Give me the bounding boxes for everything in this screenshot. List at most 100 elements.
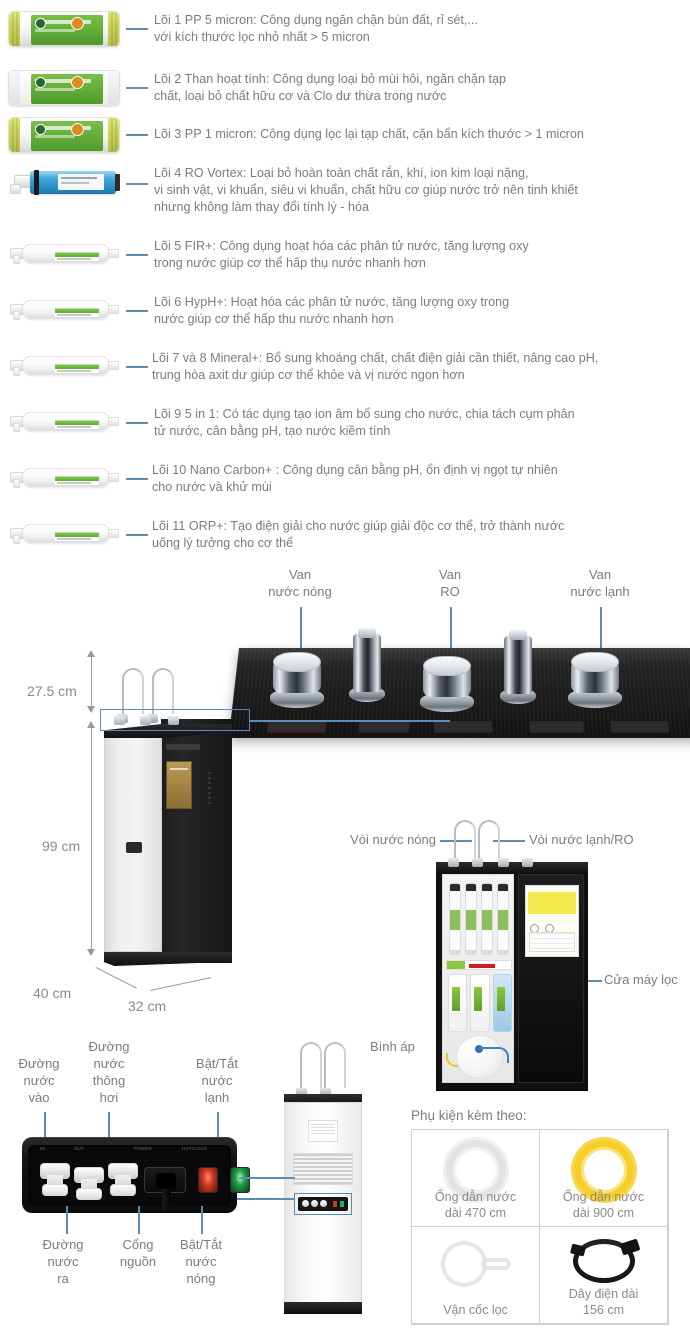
dispenser-spec-sticker <box>308 1120 338 1142</box>
accessories-grid: Ống dẫn nước dài 470 cm Ống dẫn nước dài… <box>411 1129 669 1325</box>
accessories-box: Ống dẫn nước dài 470 cm Ống dẫn nước dài… <box>411 1129 669 1325</box>
cabinet-interior <box>442 874 514 1083</box>
dimension-depth-arrow <box>95 967 137 989</box>
filter-description-2: Lõi 2 Than hoạt tính: Công dụng loại bỏ … <box>154 72 506 103</box>
valve-ro-label: Van RO <box>438 567 462 599</box>
unit-fitting <box>140 716 151 725</box>
valve-spout-left[interactable] <box>349 628 385 708</box>
dimension-top-height: 27.5 cm <box>27 683 77 699</box>
filter-connector-line-1 <box>126 28 148 30</box>
cabinet-brand-strip <box>446 960 512 970</box>
unit-base-plinth <box>104 952 232 966</box>
filter-connector-line-5 <box>126 254 148 256</box>
panel-tag <box>610 721 670 733</box>
accessory-label: Ống dẫn nước dài 470 cm <box>434 1190 517 1220</box>
filter-description-1: Lõi 1 PP 5 micron: Công dụng ngăn chặn b… <box>154 13 478 44</box>
unit-door-handle[interactable] <box>126 842 142 853</box>
power-socket[interactable] <box>144 1167 186 1212</box>
filter-inline-11-image <box>8 522 120 546</box>
dispenser-rear-panel <box>298 1197 348 1211</box>
cabinet-tank-label: Bình áp <box>370 1039 415 1054</box>
valve-knob-cold[interactable] <box>568 652 622 712</box>
backpanel-power-port-leader <box>138 1206 140 1234</box>
cabinet-hot-faucet-leader <box>440 840 472 842</box>
yellow-tube <box>446 1053 468 1067</box>
panel-tag-strip <box>229 721 690 734</box>
filter-cabinet-image <box>436 820 588 1091</box>
cold-water-switch[interactable] <box>230 1167 250 1193</box>
filter-description-5: Lõi 5 FIR+: Công dụng hoạt hóa các phân … <box>154 239 529 270</box>
filter-inline-7-image <box>8 354 120 378</box>
cabinet-inline-filters <box>447 883 511 957</box>
unit-top-cap <box>104 724 232 738</box>
valve-hot-leader <box>300 607 302 653</box>
housing-filter <box>470 974 490 1032</box>
filter-connector-line-4 <box>126 183 148 185</box>
unit-fitting <box>168 716 179 725</box>
panel-tag <box>266 721 327 733</box>
dispenser-image <box>284 1042 362 1325</box>
cabinet-door-label: Cửa máy lọc <box>604 972 678 987</box>
valve-ro-leader <box>450 607 452 663</box>
dimension-body-height: 99 cm <box>42 838 81 854</box>
unit-control-leader <box>250 720 450 722</box>
unit-fitting <box>114 716 125 725</box>
filter-inline-9-image <box>8 410 120 434</box>
dispenser-faucets <box>296 1042 348 1097</box>
vent-port[interactable] <box>108 1163 138 1197</box>
cabinet-fitting <box>498 858 509 867</box>
inline-filter <box>465 883 477 955</box>
backpanel-vent-leader <box>108 1112 110 1156</box>
accessory-cell: Ống dẫn nước dài 470 cm <box>411 1129 540 1227</box>
filter-core-list: Lõi 1 PP 5 micron: Công dụng ngăn chặn b… <box>0 0 690 560</box>
valve-knob-ro[interactable] <box>420 656 474 716</box>
panel-marking: HOT/COLD <box>182 1146 207 1151</box>
inline-filter <box>497 883 509 955</box>
filter-cartridge-1-image <box>8 11 120 47</box>
filter-connector-line-6 <box>126 310 148 312</box>
cabinet-housing-filters <box>448 974 512 1032</box>
filter-description-9: Lõi 9 5 in 1: Có tác dụng tạo ion âm bổ … <box>154 407 575 438</box>
valve-knob-hot[interactable] <box>270 652 324 712</box>
backpanel-hot-switch-label: Bật/Tắt nước nóng <box>180 1237 222 1286</box>
filter-description-10: Lõi 10 Nano Carbon+ : Công dụng cân bằng… <box>152 463 558 494</box>
accessory-cell: Vận cốc lọc <box>411 1226 540 1324</box>
filter-connector-line-7 <box>126 366 148 368</box>
backpanel-vent-label: Đường nước thông hơi <box>88 1039 130 1105</box>
filter-description-11: Lõi 11 ORP+: Tạo điện giải cho nước giúp… <box>152 519 565 550</box>
arrowhead-up <box>87 721 95 728</box>
housing-filter <box>448 974 468 1032</box>
cabinet-fitting <box>448 858 459 867</box>
cabinet-door[interactable] <box>518 874 584 1083</box>
unit-front-panel <box>104 730 162 952</box>
backpanel-water-out-leader <box>66 1206 68 1234</box>
unit-control-highlight <box>100 709 250 731</box>
cabinet-fitting <box>522 858 533 867</box>
filter-connector-line-3 <box>126 134 148 136</box>
backpanel-water-in-label: Đường nước vào <box>18 1056 60 1105</box>
yellow-tube-coil-icon <box>573 1140 634 1200</box>
filter-description-6: Lõi 6 HypH+: Hoạt hóa các phân tử nước, … <box>154 295 510 326</box>
accessories-title: Phụ kiện kèm theo: <box>411 1108 527 1123</box>
water-outlet-port[interactable] <box>74 1167 104 1201</box>
backpanel-water-out-label: Đường nước ra <box>42 1237 84 1286</box>
water-inlet-port[interactable] <box>40 1163 70 1197</box>
dimension-body-arrow <box>91 727 92 955</box>
gooseneck-faucet <box>320 1042 346 1097</box>
spec-label-warning <box>528 892 576 914</box>
hot-water-switch[interactable] <box>198 1167 218 1193</box>
unit-brand-logo <box>166 744 200 750</box>
panel-tag <box>433 721 493 733</box>
panel-tag <box>529 721 584 733</box>
unit-vent-slots <box>208 772 211 806</box>
valve-spout-right[interactable] <box>500 630 536 710</box>
panel-marking: OUT <box>74 1146 85 1151</box>
dimension-top-arrow <box>91 656 92 712</box>
cabinet-cold-faucet-leader <box>493 840 525 842</box>
cabinet-hot-faucet-label: Vòi nước nóng <box>350 832 436 847</box>
filter-connector-line-11 <box>126 534 148 536</box>
valve-hot-label: Van nước nóng <box>268 567 332 599</box>
filter-description-7: Lõi 7 và 8 Mineral+: Bổ sung khoáng chất… <box>152 351 599 382</box>
dispenser-panel-highlight <box>294 1193 352 1215</box>
accessory-cell: Dây điện dài 156 cm <box>539 1226 668 1324</box>
